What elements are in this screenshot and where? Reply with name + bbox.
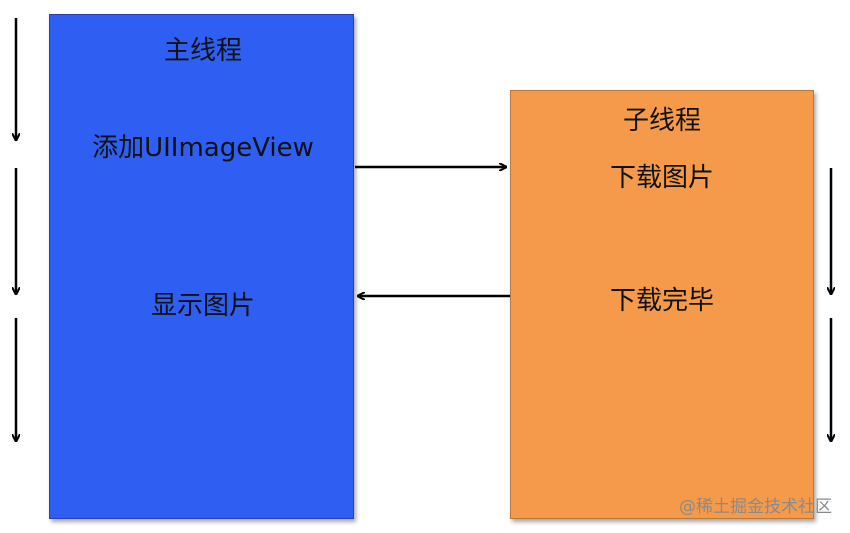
main-thread-title: 主线程	[163, 36, 243, 66]
sub-thread-step-download-complete: 下载完毕	[609, 286, 715, 316]
sub-thread-title: 子线程	[622, 106, 702, 136]
main-thread-step-show-image: 显示图片	[150, 291, 256, 321]
sub-thread-box	[510, 90, 814, 519]
watermark: @稀土掘金技术社区	[679, 497, 832, 517]
main-thread-box	[49, 14, 354, 519]
main-thread-step-add-imageview: 添加UIImageView	[92, 133, 314, 163]
sub-thread-step-download-image: 下载图片	[609, 163, 715, 193]
